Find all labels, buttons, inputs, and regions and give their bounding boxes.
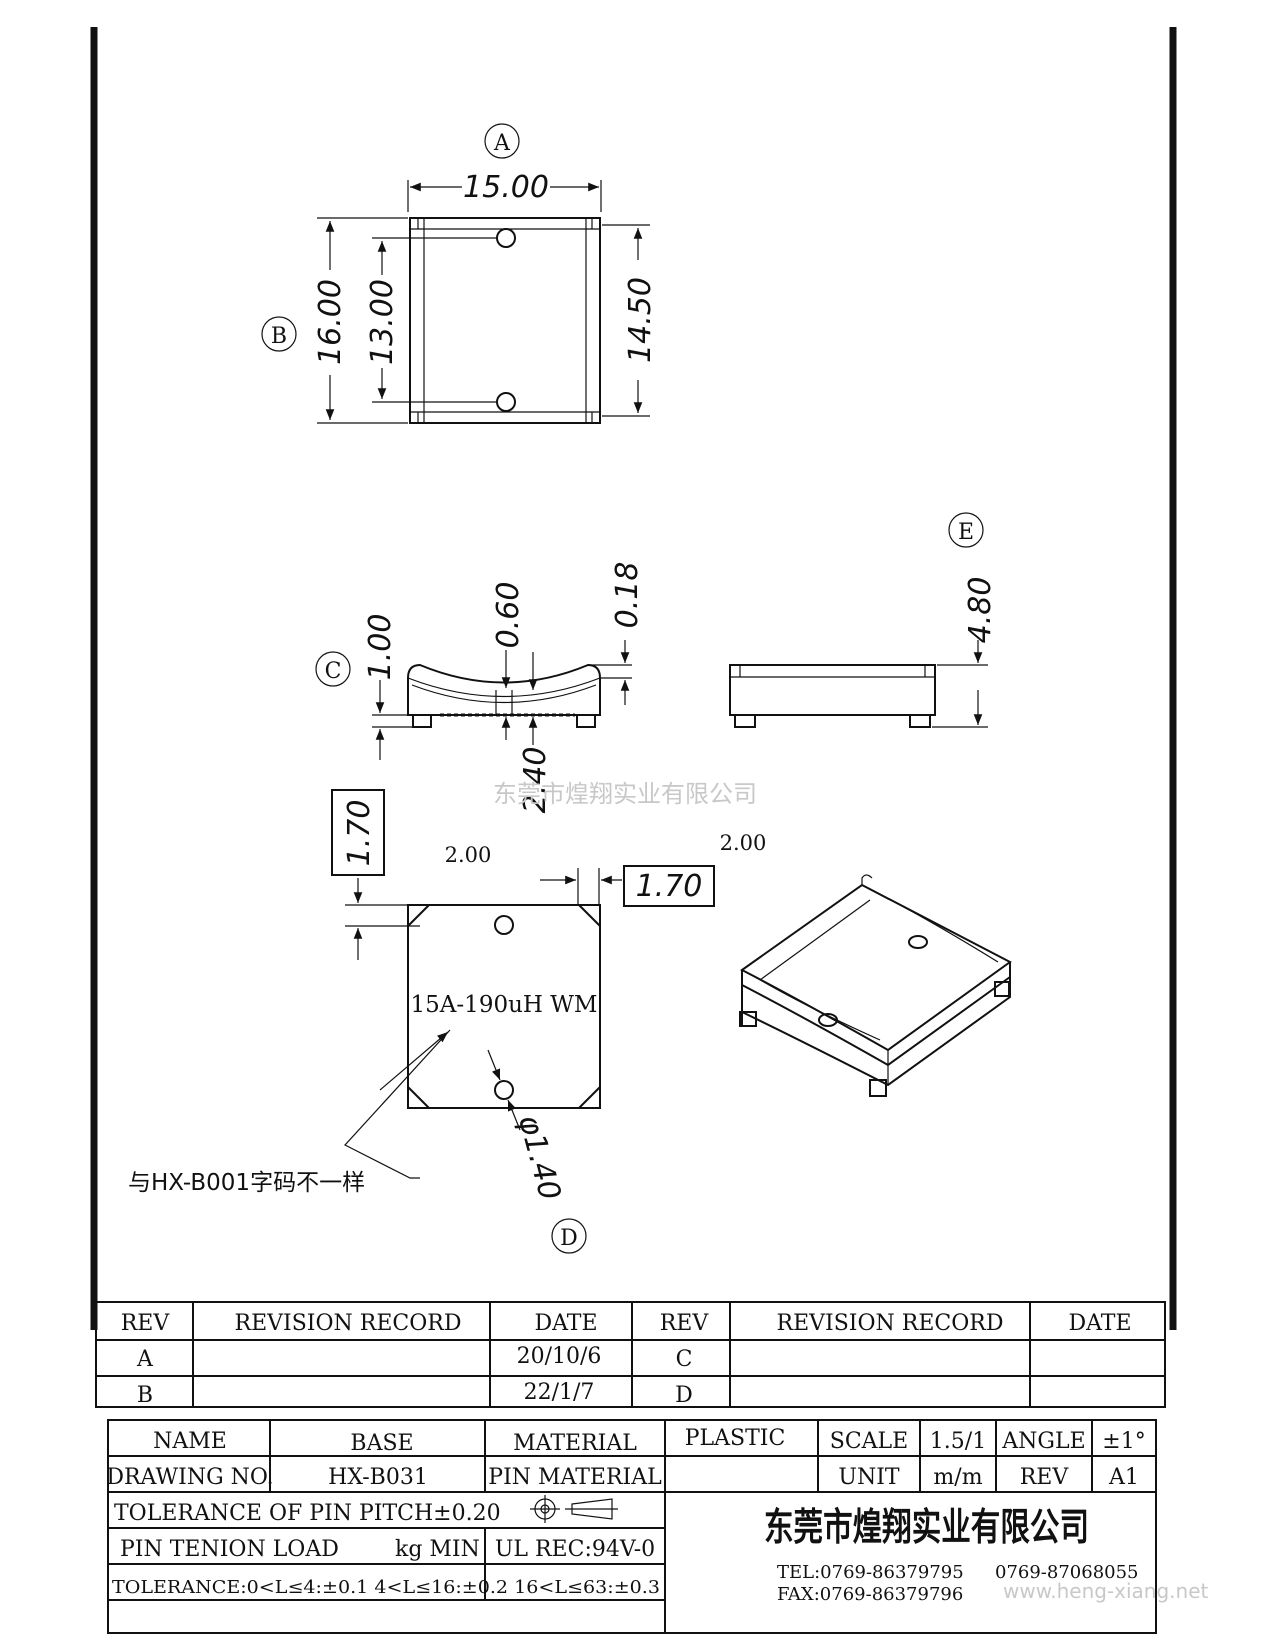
- view-a-body: [409, 217, 601, 424]
- rev-header-record-1: REVISION RECORD: [235, 1311, 462, 1336]
- dim-d-1-70-right: 1.70: [636, 869, 703, 904]
- tb-pin-tension-unit: kg MIN: [395, 1537, 480, 1562]
- tb-pin-material-label: PIN MATERIAL: [488, 1465, 662, 1490]
- iso-hole-bottom: [818, 1013, 838, 1027]
- tb-drawing-no-label: DRAWING NO.: [106, 1465, 273, 1490]
- tb-angle-label: ANGLE: [1001, 1429, 1085, 1454]
- tb-company: 东莞市煌翔实业有限公司: [764, 1505, 1089, 1549]
- tb-unit-value: m/m: [933, 1465, 982, 1490]
- tb-material-value: PLASTIC: [685, 1426, 786, 1451]
- view-e-label: E: [958, 520, 974, 545]
- view-b-label-circle: [261, 316, 297, 352]
- dim-height-14-5: 14.50: [623, 277, 658, 363]
- dim-c-1-00: 1.00: [363, 614, 398, 681]
- view-e-label-circle: [948, 512, 984, 548]
- view-a-label-circle: [484, 123, 520, 159]
- dim-height-16: 16.00: [313, 279, 348, 365]
- dim-c-0-18: 0.18: [610, 562, 645, 629]
- view-d-marking: 15A-190uH WM: [411, 992, 598, 1018]
- view-d-label: D: [560, 1226, 578, 1251]
- dim-height-13: 13.00: [365, 279, 400, 365]
- tb-angle-value: ±1°: [1102, 1429, 1145, 1454]
- view-c-body: [407, 663, 601, 716]
- tb-unit-label: UNIT: [838, 1465, 899, 1490]
- tb-name-label: NAME: [153, 1429, 227, 1454]
- dim-d-2-00-left: 2.00: [445, 843, 492, 867]
- view-b-label: B: [271, 324, 287, 349]
- title-block: NAME BASE MATERIAL PLASTIC SCALE 1.5/1 A…: [106, 1419, 1209, 1634]
- view-e-side: E 4.80: [729, 512, 998, 728]
- dim-d-1-70-left: 1.70: [342, 800, 377, 867]
- dim-c-0-60: 0.60: [491, 582, 526, 649]
- tb-tel: TEL:0769-86379795: [777, 1562, 964, 1583]
- tb-ul-rec: UL REC:94V-0: [495, 1537, 655, 1562]
- revision-table: REV REVISION RECORD DATE REV REVISION RE…: [95, 1301, 1166, 1408]
- dim-width-15: 15.00: [463, 170, 549, 205]
- dim-d-2-00-right: 2.00: [720, 831, 767, 855]
- rev-header-rev-2: REV: [660, 1311, 710, 1336]
- view-a-label: A: [493, 131, 511, 156]
- view-e-body: [729, 664, 936, 716]
- tb-pin-tension-label: PIN TENION LOAD: [120, 1537, 339, 1562]
- isometric-view: [739, 874, 1012, 1097]
- view-a-hole-top: [496, 228, 516, 248]
- dim-d-hole-dia: φ1.40: [511, 1111, 567, 1204]
- tb-website: www.heng-xiang.net: [1003, 1579, 1209, 1603]
- view-d-bottom: 1.70 2.00 1.70 2.00 15A-190uH WM 与HX-B00…: [128, 789, 767, 1254]
- tb-projection-symbol: [530, 1495, 618, 1523]
- tb-rev-label: REV: [1020, 1465, 1070, 1490]
- tb-tel2: 0769-87068055: [995, 1562, 1139, 1583]
- view-a-top: A 15.00 16.00 13.00: [261, 123, 658, 424]
- view-d-note: 与HX-B001字码不一样: [128, 1170, 365, 1196]
- dim-c-2-40: 2.40: [518, 747, 553, 814]
- rev-row-a-date: 20/10/6: [517, 1344, 602, 1369]
- view-d-label-circle: [551, 1218, 587, 1254]
- rev-header-rev-1: REV: [121, 1311, 171, 1336]
- view-c-label-circle: [315, 651, 351, 687]
- iso-hole-top: [908, 935, 928, 949]
- tb-drawing-no-value: HX-B031: [328, 1465, 428, 1490]
- tb-material-label: MATERIAL: [513, 1431, 637, 1456]
- tb-tolerance-general: TOLERANCE:0<L≤4:±0.1 4<L≤16:±0.2 16<L≤63…: [112, 1578, 660, 1598]
- view-a-hole-bottom: [496, 392, 516, 412]
- rev-row-b-rev: B: [137, 1383, 153, 1408]
- rev-row-d-rev: D: [675, 1383, 693, 1408]
- rev-header-record-2: REVISION RECORD: [777, 1311, 1004, 1336]
- tb-name-value: BASE: [350, 1431, 413, 1456]
- rev-row-c-rev: C: [676, 1347, 693, 1372]
- dim-d-box-right: [623, 865, 715, 907]
- tb-scale-label: SCALE: [830, 1429, 908, 1454]
- tb-fax: FAX:0769-86379796: [777, 1584, 963, 1605]
- rev-header-date-1: DATE: [534, 1311, 597, 1336]
- view-c-front: C 1.00 0.60 0.18 2.40: [315, 562, 645, 814]
- tb-rev-value: A1: [1108, 1465, 1139, 1490]
- rev-row-a-rev: A: [136, 1347, 154, 1372]
- view-d-hole-top: [494, 915, 514, 935]
- view-d-hole-bottom: [494, 1080, 514, 1100]
- watermark: 东莞市煌翔实业有限公司: [493, 780, 757, 808]
- view-c-label: C: [325, 659, 342, 684]
- tb-tolerance-pitch: TOLERANCE OF PIN PITCH±0.20: [114, 1501, 501, 1526]
- dim-d-box-left: [331, 789, 385, 876]
- dim-e-4-80: 4.80: [963, 577, 998, 644]
- view-d-body: [407, 904, 601, 1109]
- rev-row-b-date: 22/1/7: [524, 1380, 595, 1405]
- rev-header-date-2: DATE: [1068, 1311, 1131, 1336]
- tb-scale-value: 1.5/1: [930, 1429, 986, 1454]
